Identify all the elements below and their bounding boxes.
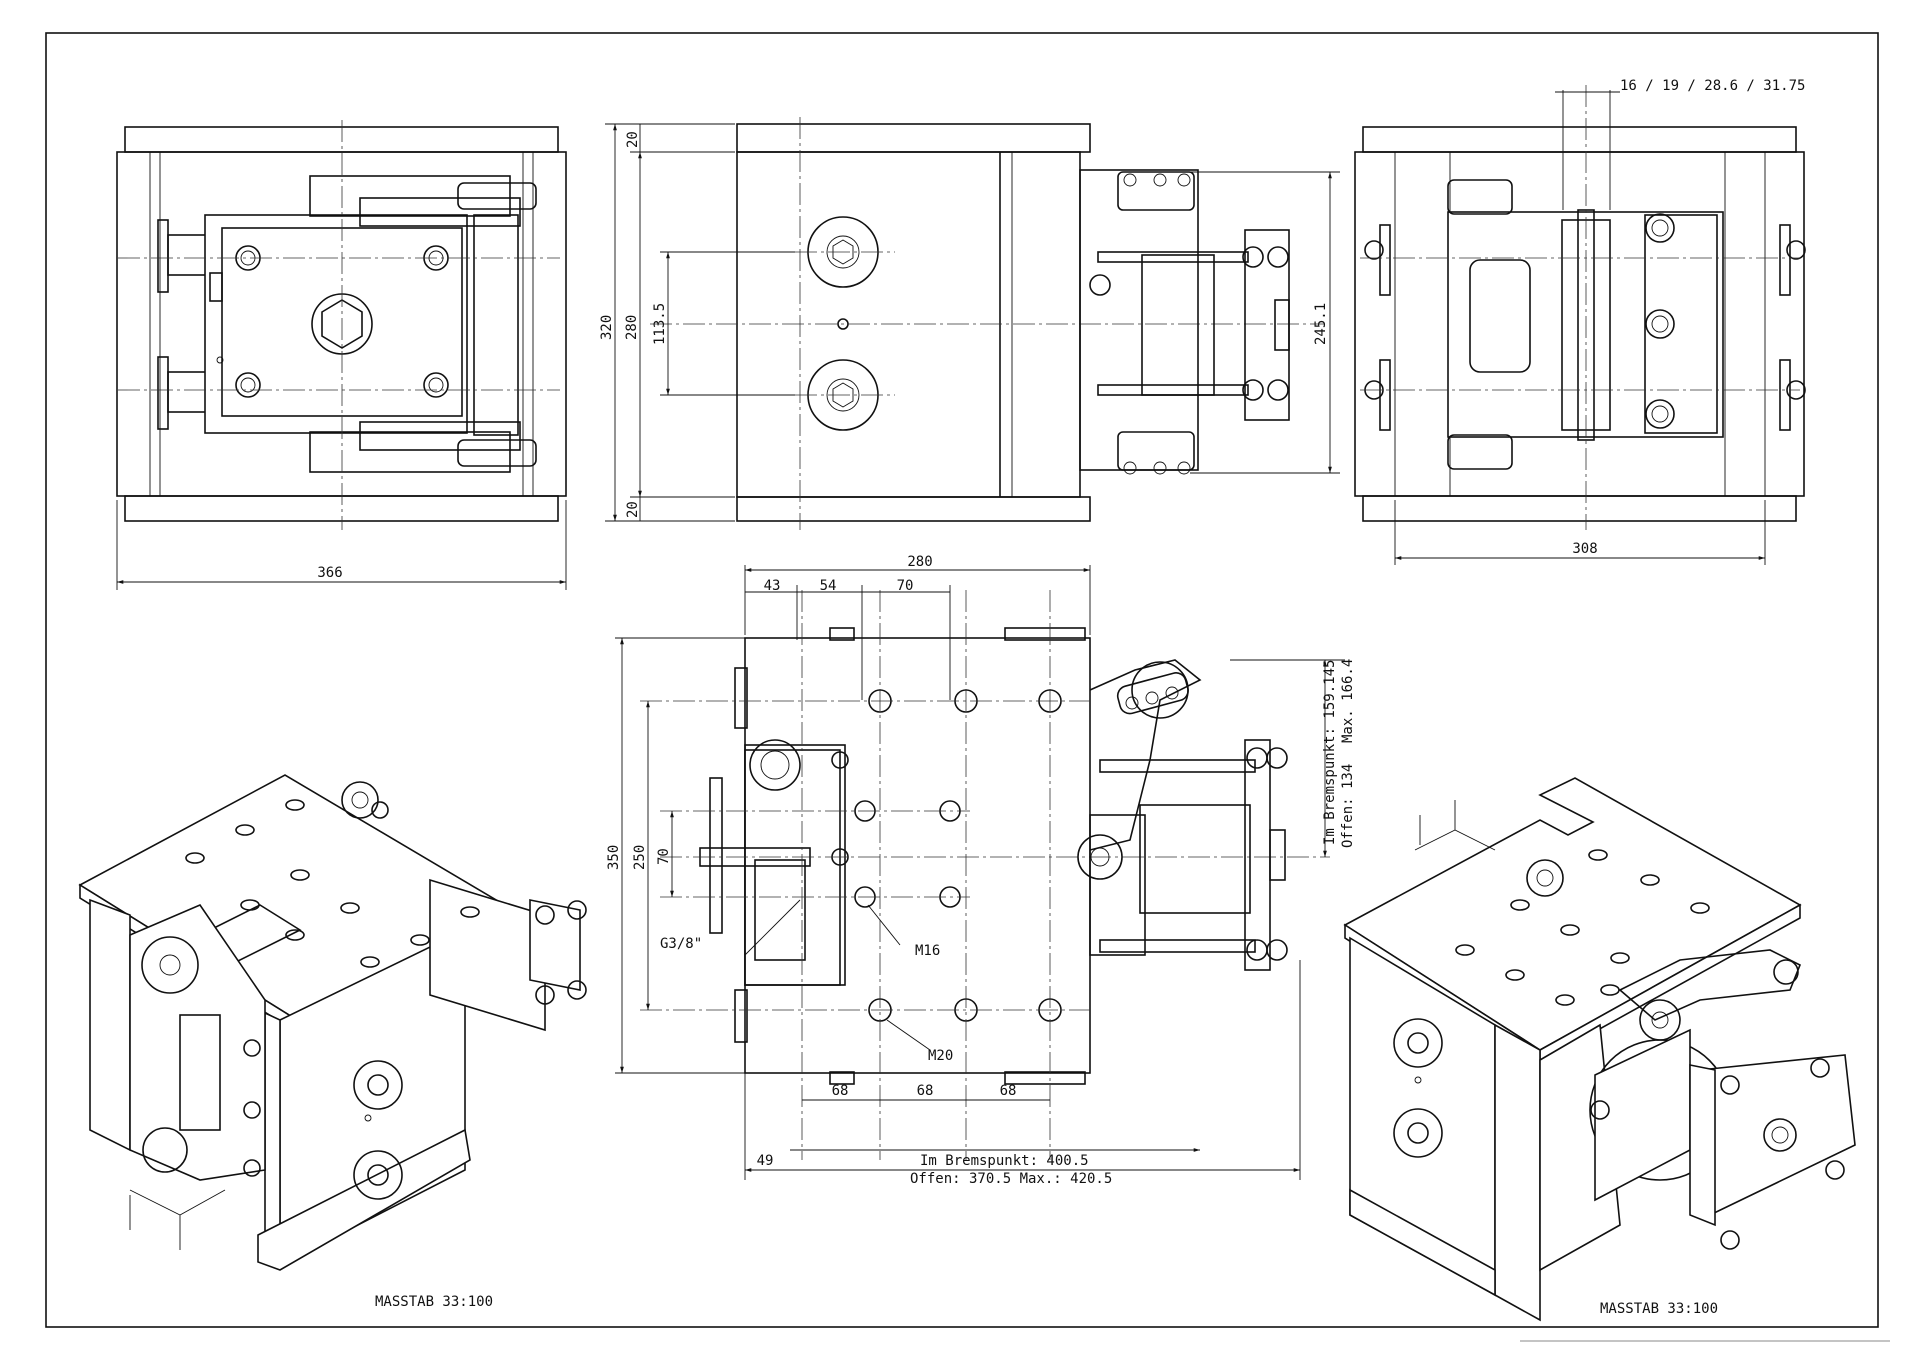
front-view (605, 117, 1340, 530)
dim-brake-point-vertical: Im Bremspunkt: 159.145 (1322, 660, 1338, 845)
side-view (1354, 85, 1806, 565)
plate-view (615, 565, 1345, 1180)
scale-label-right: MASSTAB 33:100 (1600, 1301, 1718, 1317)
dim-front-right-height: 245.1 (1313, 303, 1329, 345)
dim-front-bottom-margin: 20 (625, 501, 641, 518)
dim-top-width: 366 (317, 565, 342, 581)
dim-plate-col-1: 43 (764, 578, 781, 594)
dim-plate-t-slot: 70 (656, 848, 672, 865)
top-view (116, 120, 567, 590)
dim-plate-col-3: 70 (897, 578, 914, 594)
dim-plate-height-total: 350 (606, 845, 622, 870)
dim-plate-col-2: 54 (820, 578, 837, 594)
callout-thread-g: G3/8" (660, 936, 702, 952)
dim-plate-bottom-3: 68 (1000, 1083, 1017, 1099)
dim-front-height-total: 320 (599, 315, 615, 340)
isometric-view-left (78, 774, 587, 1271)
dim-front-height-inner: 280 (624, 315, 640, 340)
dim-side-hole-sizes: 16 / 19 / 28.6 / 31.75 (1620, 78, 1805, 94)
dim-max-vertical: Max. 166.4 (1340, 659, 1356, 743)
iso-left-top-holes (185, 799, 480, 968)
dim-plate-width: 280 (907, 554, 932, 570)
dim-brake-point: Im Bremspunkt: 400.5 (920, 1153, 1089, 1169)
callout-thread-m20: M20 (928, 1048, 953, 1064)
dim-front-bolt-spacing: 113.5 (652, 303, 668, 345)
callout-thread-m16: M16 (915, 943, 940, 959)
dim-plate-left-offset: 49 (757, 1153, 774, 1169)
dim-front-top-margin: 20 (625, 131, 641, 148)
dim-plate-height-inner: 250 (632, 845, 648, 870)
dim-side-width: 308 (1572, 541, 1597, 557)
drawing-frame (45, 32, 1879, 1328)
dim-open-max: Offen: 370.5 Max.: 420.5 (910, 1171, 1112, 1187)
isometric-view-right (1343, 777, 1856, 1322)
scale-label-left: MASSTAB 33:100 (375, 1294, 493, 1310)
dim-plate-bottom-2: 68 (917, 1083, 934, 1099)
dim-open-vertical: Offen: 134 (1340, 764, 1356, 848)
dim-plate-bottom-1: 68 (832, 1083, 849, 1099)
iso-right-top-holes (1455, 849, 1710, 1006)
